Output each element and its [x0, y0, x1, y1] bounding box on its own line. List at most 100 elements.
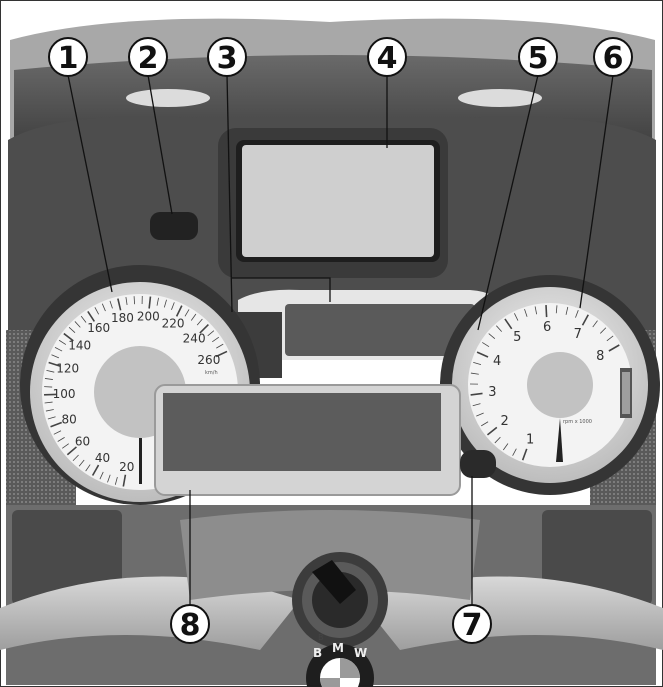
- speed-scale-tick: [171, 302, 175, 310]
- speed-scale-label: 60: [75, 435, 90, 449]
- speed-scale-tick: [122, 474, 127, 487]
- speed-scale-label: 200: [137, 309, 160, 323]
- tacho-scale-label: 3: [488, 385, 496, 400]
- callout-8-label: 8: [180, 608, 201, 643]
- speed-scale-label: 160: [87, 321, 110, 335]
- tacho-scale-tick: [504, 318, 513, 330]
- speed-scale-label: 40: [95, 451, 110, 465]
- speed-scale-tick: [163, 299, 167, 308]
- speed-scale-tick: [212, 336, 220, 343]
- leader-lines: [67, 74, 614, 605]
- callout-4: 4: [367, 37, 407, 77]
- speed-scale-label: 220: [162, 317, 185, 331]
- tacho-scale-tick: [606, 335, 614, 342]
- tacho-scale-label: 5: [513, 330, 521, 345]
- logo-letter-b: B: [313, 646, 322, 660]
- tacho-scale-label: 1: [526, 433, 534, 448]
- speed-scale-label: 80: [62, 413, 77, 427]
- speed-scale-tick: [51, 354, 60, 359]
- tacho-scale-label: 7: [574, 327, 582, 342]
- speed-scale-tick: [50, 421, 63, 428]
- tacho-scale-tick: [496, 325, 502, 332]
- logo-letter-w: W: [354, 646, 367, 660]
- speed-scale-tick: [58, 339, 67, 345]
- ignition-lock: B OFF: [292, 552, 388, 650]
- speed-scale-tick: [196, 318, 203, 326]
- leader-3: [226, 74, 233, 313]
- speed-scale-tick: [68, 326, 76, 333]
- tacho-scale-label: 4: [493, 354, 501, 369]
- speed-scale-tick: [190, 313, 197, 321]
- speed-scale-tick: [44, 401, 53, 404]
- tacho-scale-tick: [481, 421, 489, 427]
- speed-scale-tick: [63, 332, 74, 342]
- speed-scale-tick: [62, 443, 69, 449]
- speed-scale-tick: [45, 409, 54, 412]
- navigation-display: [242, 145, 434, 257]
- speed-scale-tick: [199, 324, 209, 334]
- speed-scale-label: 260: [197, 353, 220, 367]
- tacho-scale-tick: [534, 306, 538, 315]
- tacho-scale-tick: [470, 392, 483, 396]
- tacho-scale-label: 2: [501, 414, 509, 429]
- callout-8: 8: [170, 604, 210, 644]
- speed-scale-tick: [44, 378, 53, 380]
- speed-scale-tick: [91, 464, 100, 476]
- tacho-scale-tick: [545, 305, 548, 318]
- callout-1-label: 1: [58, 41, 79, 76]
- speed-scale-tick: [80, 315, 87, 323]
- ambient-light-sensor: [150, 212, 198, 240]
- tacho-scale-tick: [565, 306, 569, 315]
- tacho-scale-tick: [555, 305, 558, 314]
- callouts: 1 2 3 4 5 6 7 8: [48, 37, 633, 644]
- speed-scale-tick: [78, 459, 85, 467]
- tacho-scale-tick: [592, 320, 598, 328]
- tacho-scale-label: 8: [596, 349, 604, 364]
- tacho-scale-tick: [524, 309, 528, 317]
- leader-5: [477, 74, 539, 331]
- tacho-scale-tick: [575, 310, 579, 318]
- speed-scale-tick: [109, 300, 113, 309]
- speed-scale-tick: [184, 309, 190, 317]
- tacho-scale-tick: [514, 313, 519, 321]
- multifunction-display: [163, 393, 441, 471]
- speed-scale-tick: [156, 297, 159, 306]
- leader-6: [579, 74, 614, 309]
- callout-6-label: 6: [603, 41, 624, 76]
- right-vent: [458, 89, 542, 107]
- speed-scale-tick: [175, 305, 183, 317]
- callout-7-label: 7: [462, 608, 483, 643]
- speed-scale-label: 240: [183, 332, 206, 346]
- tacho-scale-tick: [476, 351, 489, 358]
- speed-scale-tick: [53, 430, 62, 435]
- leader-2: [147, 74, 173, 215]
- info-button: [460, 450, 496, 478]
- tacho-scale-tick: [473, 361, 482, 366]
- callout-5-label: 5: [528, 41, 549, 76]
- leader-1: [67, 74, 113, 293]
- speed-scale-label: 120: [56, 362, 79, 376]
- tacho-scale-tick: [599, 327, 607, 334]
- speed-scale-tick: [46, 369, 55, 373]
- leader-3b: [232, 277, 331, 302]
- speed-scale-tick: [107, 474, 111, 483]
- tacho-scale-tick: [476, 412, 484, 417]
- speed-scale-label: 20: [119, 460, 134, 474]
- speed-scale-label: 140: [68, 339, 91, 353]
- speed-scale-tick: [57, 437, 65, 442]
- speed-scale-tick: [48, 361, 61, 367]
- speed-scale-tick: [47, 416, 56, 420]
- speed-scale-label: 180: [111, 311, 134, 325]
- speed-scale-tick: [117, 298, 122, 311]
- tacho-scale-tick: [502, 443, 509, 451]
- speed-scale-tick: [54, 347, 63, 352]
- speed-scale-tick: [207, 330, 215, 337]
- left-vent: [126, 89, 210, 107]
- right-switch-block: [542, 510, 652, 605]
- callout-2-label: 2: [138, 41, 159, 76]
- warning-display: [285, 304, 475, 356]
- speed-scale-tick: [114, 476, 118, 485]
- callout-5: 5: [518, 37, 558, 77]
